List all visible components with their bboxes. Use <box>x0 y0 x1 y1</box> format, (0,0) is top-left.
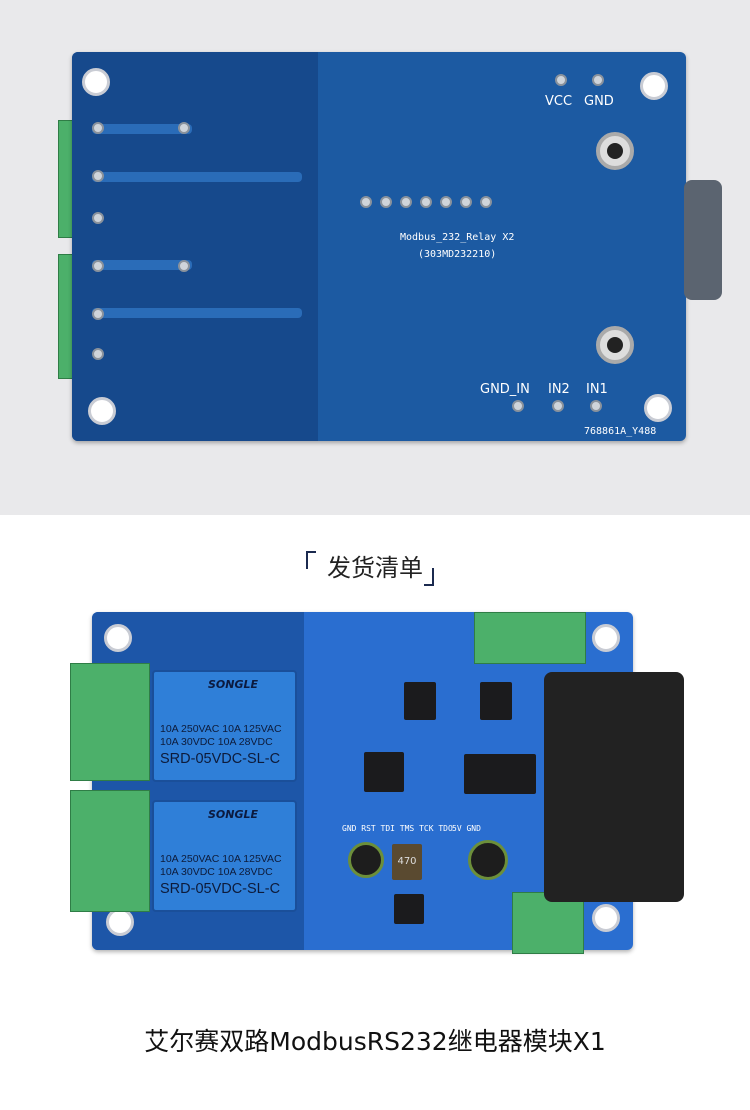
db9-connector <box>684 180 722 300</box>
vcc-label: VCC <box>545 94 573 109</box>
mount-hole <box>82 68 110 96</box>
capacitor <box>348 842 384 878</box>
model-label: Modbus_232_Relay X2 <box>400 232 515 243</box>
screw-terminal <box>70 790 150 912</box>
gnd-in-label: GND_IN <box>480 382 530 397</box>
serial-label: 768861A_Y488 <box>584 426 657 437</box>
back-board-photo-area: VCC GND Modbus_232_Relay X2 (303MD232210… <box>0 0 750 515</box>
bracket-left <box>306 551 316 569</box>
ic-chip <box>480 682 512 720</box>
power-label: 5V GND <box>452 824 481 833</box>
screw-terminal <box>70 663 150 781</box>
pcb-back-side: VCC GND Modbus_232_Relay X2 (303MD232210… <box>72 52 686 441</box>
ic-chip <box>364 752 404 792</box>
capacitor <box>468 840 508 880</box>
ic-chip <box>404 682 436 720</box>
ic-chip <box>464 754 536 794</box>
code-label: (303MD232210) <box>418 249 497 260</box>
section-title: 发货清单 <box>327 554 423 582</box>
mount-hole <box>88 397 116 425</box>
mount-hole <box>640 72 668 100</box>
mount-hole <box>106 908 134 936</box>
screw-terminal <box>474 612 586 664</box>
mount-hole <box>644 394 672 422</box>
product-caption: 艾尔赛双路ModbusRS232继电器模块X1 <box>144 1027 606 1056</box>
bracket-right <box>424 568 434 586</box>
db9-connector <box>544 672 684 902</box>
relay-1: SONGLE 10A 250VAC 10A 125VAC 10A 30VDC 1… <box>152 670 297 782</box>
in1-label: IN1 <box>586 382 608 397</box>
standoff <box>596 132 634 170</box>
gnd-label: GND <box>584 94 614 109</box>
inductor: 470 <box>392 844 422 880</box>
mount-hole <box>104 624 132 652</box>
ic-chip <box>394 894 424 924</box>
relay-2: SONGLE 10A 250VAC 10A 125VAC 10A 30VDC 1… <box>152 800 297 912</box>
screw-terminal <box>512 892 584 954</box>
standoff <box>596 326 634 364</box>
mount-hole <box>592 904 620 932</box>
in2-label: IN2 <box>548 382 570 397</box>
header-label: GND RST TDI TMS TCK TDO <box>342 824 453 833</box>
mount-hole <box>592 624 620 652</box>
